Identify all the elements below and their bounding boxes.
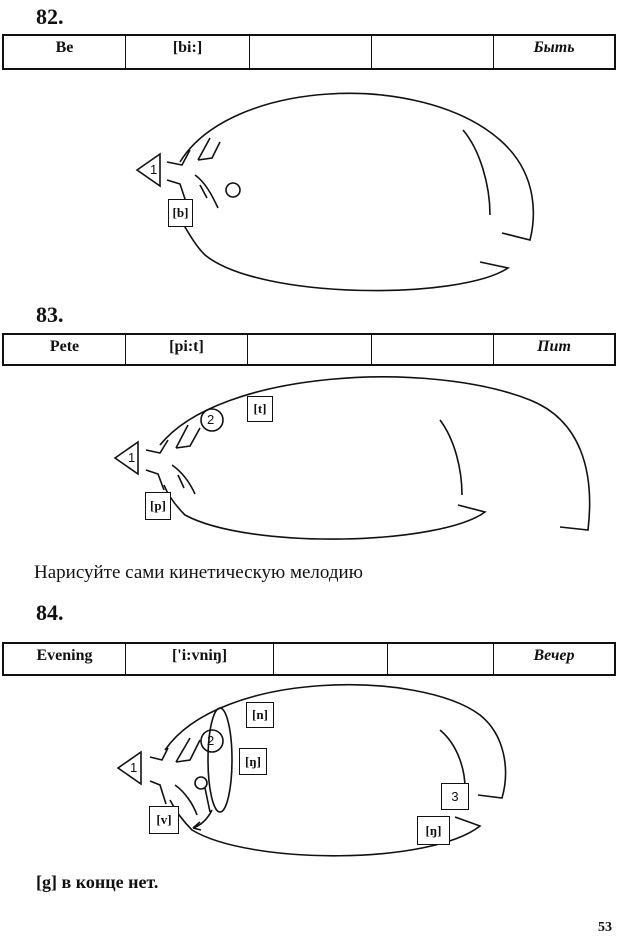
cell-empty [248,335,372,364]
cell-transcription: [pi:t] [126,335,248,364]
sound-label-ng: [ŋ] [239,748,267,775]
sound-label-v: [v] [149,806,179,834]
cell-empty [372,335,494,364]
exercise-number: 83. [36,302,64,327]
stress-mark-3: 3 [441,783,469,810]
cell-transcription: [bi:] [126,36,250,68]
word-table: Pete [pi:t] Пит [2,333,616,366]
sound-label-p: [p] [145,492,171,520]
cell-word: Be [4,36,126,68]
cell-empty [250,36,372,68]
cell-empty [372,36,494,68]
exercise-number: 82. [36,4,64,29]
sound-label-n: [n] [246,702,274,728]
tone-number: 1 [130,760,138,775]
note-text: [g] в конце нет. [36,872,159,892]
stress-mark: 2 [207,412,215,427]
tone-number: 1 [128,450,136,465]
cell-word: Evening [4,644,126,674]
cell-word: Pete [4,335,126,364]
cell-transcription: ['i:vniŋ] [126,644,274,674]
cell-translation: Вечер [533,647,575,664]
stress-mark: 2 [207,733,215,748]
instruction-text: Нарисуйте сами кинетическую мелодию [34,562,363,583]
sound-label-ng-final: [ŋ] [417,816,450,845]
word-table: Evening ['i:vniŋ] Вечер [2,642,616,676]
cell-translation: Быть [533,39,575,56]
exercise-number: 84. [36,600,64,625]
page-number: 53 [598,920,612,935]
cell-empty [388,644,494,674]
tone-number: 1 [150,162,158,177]
cell-translation: Пит [537,338,571,355]
sound-label-b: [b] [168,199,193,227]
word-table: Be [bi:] Быть [2,34,616,70]
sound-label-t: [t] [247,396,273,422]
cell-empty [274,644,388,674]
